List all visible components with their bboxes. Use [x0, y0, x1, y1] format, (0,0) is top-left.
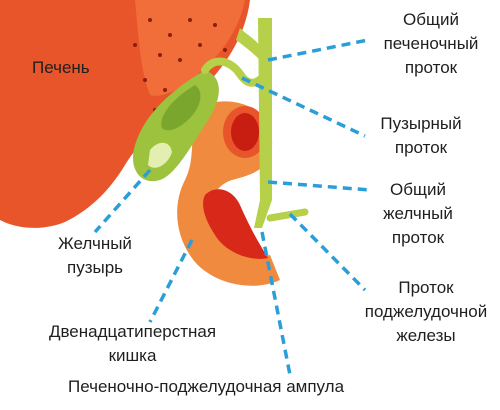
liver-highlight	[135, 0, 245, 96]
duodenum-lumen-bottom	[203, 189, 268, 259]
pancreatic-duct	[266, 208, 309, 222]
label-liver: Печень	[32, 58, 90, 77]
label-common-bile-duct: Общий желчный проток	[383, 180, 453, 247]
leader-lines	[93, 38, 371, 376]
leader-duodenum	[148, 239, 194, 323]
hepatic-branch	[236, 28, 262, 62]
cystic-duct	[201, 57, 266, 87]
label-cystic-duct: Пузырный проток	[380, 114, 462, 157]
leader-common-bile	[267, 180, 371, 192]
leader-common-hepatic	[267, 38, 369, 62]
leader-ampulla	[260, 231, 292, 376]
label-gallbladder: Желчный пузырь	[58, 234, 132, 277]
leader-pancreatic	[288, 212, 367, 292]
label-pancreatic-duct: Проток поджелудочной железы	[364, 278, 488, 345]
common-hepatic-duct	[254, 18, 272, 228]
label-common-hepatic-duct: Общий печеночный проток	[383, 10, 479, 77]
leader-cystic	[241, 76, 366, 138]
label-duodenum: Двенадцатиперстная кишка	[48, 322, 217, 365]
label-ampulla: Печеночно-поджелудочная ампула	[68, 377, 345, 396]
